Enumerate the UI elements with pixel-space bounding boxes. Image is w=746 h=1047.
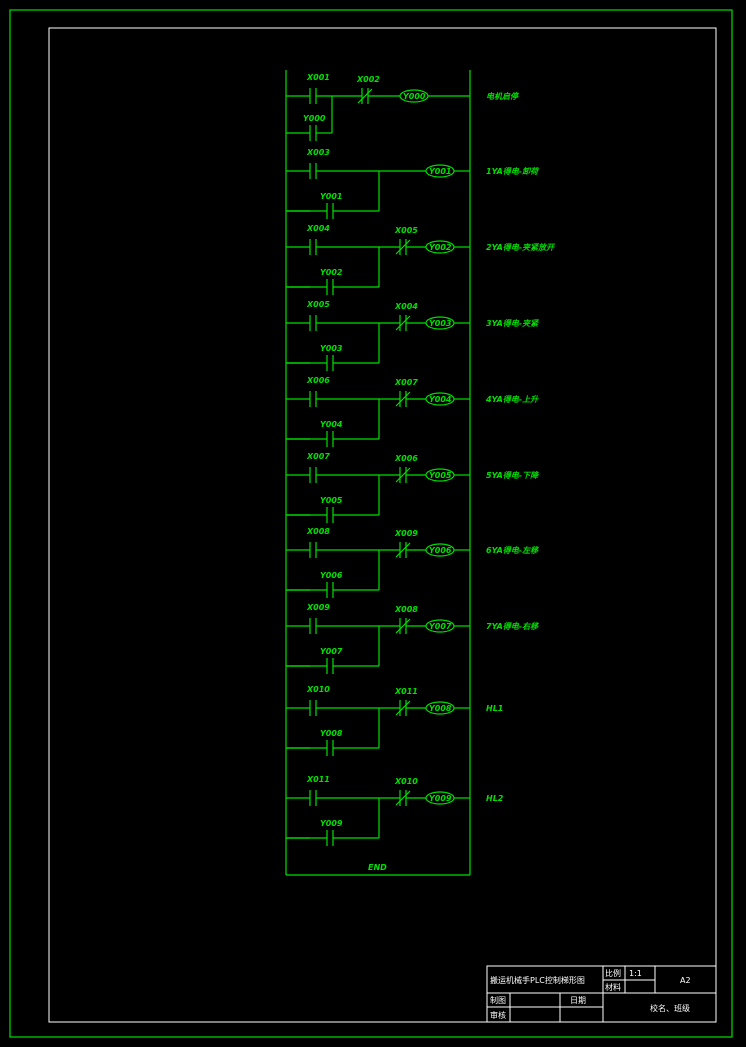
title-block: 搬运机械手PLC控制梯形图 比例 1:1 材料 A2 制图 日期 审核 校名、班… <box>486 965 717 1023</box>
nc-contact-label: X011 <box>394 687 418 696</box>
contact-label: X008 <box>306 527 330 536</box>
output-description: 2YA得电-夹紧放开 <box>486 243 556 252</box>
sheet-size: A2 <box>680 976 691 985</box>
nc-contact-X005-slash <box>395 239 411 255</box>
hold-contact-label: Y007 <box>320 647 343 656</box>
contact-label: X011 <box>306 775 330 784</box>
nc-contact-label: X008 <box>394 605 418 614</box>
output-description: HL2 <box>486 794 504 803</box>
coil-label: Y000 <box>403 92 426 101</box>
nc-contact-X010-slash <box>395 790 411 806</box>
outer-border <box>9 9 733 1038</box>
coil-label: Y009 <box>429 794 452 803</box>
coil-label: Y002 <box>429 243 452 252</box>
school-class: 校名、班级 <box>650 1003 690 1013</box>
contact-label: X007 <box>306 452 330 461</box>
coil-label: Y003 <box>429 319 452 328</box>
nc-contact-X008-slash <box>395 618 411 634</box>
hold-contact-label: Y008 <box>320 729 343 738</box>
nc-contact-label: X002 <box>356 75 380 84</box>
end-label: END <box>368 863 387 872</box>
coil-label: Y006 <box>429 546 452 555</box>
drawn-label: 制图 <box>490 995 506 1005</box>
title-block-frame <box>486 965 717 1023</box>
contact-label: X006 <box>306 376 330 385</box>
scale-label: 比例 <box>605 968 621 978</box>
output-description: 3YA得电-夹紧 <box>486 319 539 328</box>
date-label: 日期 <box>570 996 586 1005</box>
hold-contact-label: Y005 <box>320 496 343 505</box>
nc-contact-label: X006 <box>394 454 418 463</box>
coil-label: Y001 <box>429 167 452 176</box>
drawing-title: 搬运机械手PLC控制梯形图 <box>490 975 585 985</box>
hold-contact-label: Y009 <box>320 819 343 828</box>
output-description: HL1 <box>486 704 503 713</box>
hold-contact-label: Y001 <box>320 192 343 201</box>
nc-contact-label: X004 <box>394 302 418 311</box>
nc-contact-label: X009 <box>394 529 418 538</box>
hold-contact-label: Y000 <box>303 114 326 123</box>
nc-contact-X009-slash <box>395 542 411 558</box>
nc-contact-label: X010 <box>394 777 418 786</box>
coil-label: Y005 <box>429 471 452 480</box>
hold-contact-label: Y003 <box>320 344 343 353</box>
coil-label: Y007 <box>429 622 452 631</box>
contact-label: X010 <box>306 685 330 694</box>
hold-contact-label: Y006 <box>320 571 343 580</box>
nc-contact-X006-slash <box>395 467 411 483</box>
contact-label: X004 <box>306 224 330 233</box>
output-description: 7YA得电-右移 <box>486 622 539 631</box>
coil-label: Y004 <box>429 395 452 404</box>
nc-contact-label: X007 <box>394 378 418 387</box>
contact-label: X009 <box>306 603 330 612</box>
coil-label: Y008 <box>429 704 452 713</box>
output-description: 4YA得电-上升 <box>485 395 539 404</box>
nc-contact-X011-slash <box>395 700 411 716</box>
hold-contact-label: Y002 <box>320 268 343 277</box>
scale-value: 1:1 <box>629 969 642 978</box>
contact-label: X003 <box>306 148 330 157</box>
output-description: 6YA得电-左移 <box>486 546 539 555</box>
material-label: 材料 <box>605 982 621 992</box>
review-label: 审核 <box>490 1010 506 1020</box>
output-description: 1YA得电-卸荷 <box>486 167 540 176</box>
output-description: 5YA得电-下降 <box>486 471 540 480</box>
inner-border <box>48 27 717 1023</box>
output-description: 电机启停 <box>486 92 520 101</box>
nc-contact-X002-slash <box>357 88 373 104</box>
nc-contact-X007-slash <box>395 391 411 407</box>
nc-contact-label: X005 <box>394 226 418 235</box>
contact-label: X005 <box>306 300 330 309</box>
contact-label: X001 <box>306 73 330 82</box>
hold-contact-label: Y004 <box>320 420 343 429</box>
nc-contact-X004-slash <box>395 315 411 331</box>
